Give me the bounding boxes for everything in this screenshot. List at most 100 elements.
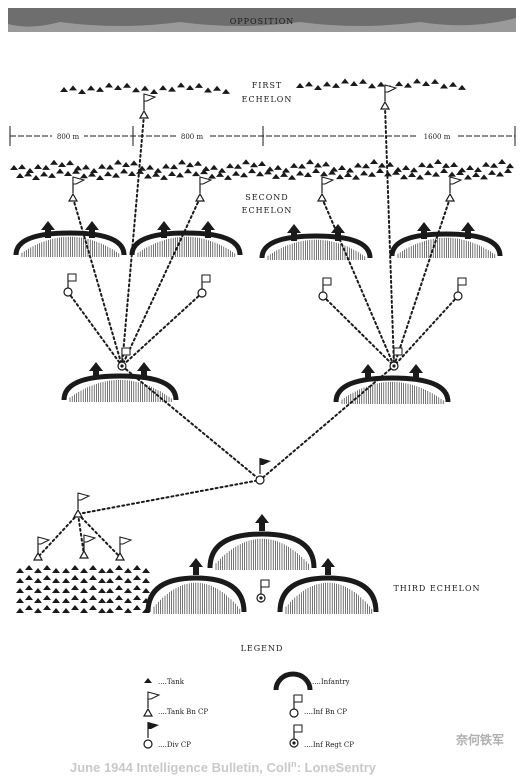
tank-icon (89, 595, 97, 600)
tank-icon (64, 171, 72, 177)
advance-arrow-icon (201, 221, 215, 238)
legend-infantry-label: ....Infantry (312, 678, 350, 686)
tank-icon (50, 159, 58, 165)
tank-icon (418, 162, 426, 168)
tank-icon (52, 608, 60, 613)
tank-icon (62, 598, 70, 603)
tank-icon (78, 88, 86, 94)
tank-icon (226, 163, 234, 169)
tank-icon (34, 568, 42, 573)
tank-icon (133, 595, 141, 600)
tank-icon (82, 164, 90, 170)
tank-icon (32, 174, 40, 180)
advance-arrow-icon (321, 558, 335, 575)
tank-icon (448, 171, 456, 177)
tank-icon (192, 171, 200, 177)
tank-icon (106, 568, 114, 573)
tank-icon (498, 159, 506, 165)
advance-arrow-icon (409, 364, 423, 381)
advance-arrow-icon (137, 362, 151, 379)
tank-icon (186, 85, 194, 91)
tank-icon (400, 174, 408, 180)
tank-icon (496, 171, 504, 177)
tank-icon (410, 167, 418, 173)
tank-icon (124, 598, 132, 603)
tank-icon (43, 585, 51, 590)
regiment-infantry (61, 362, 451, 404)
tank-icon (168, 170, 176, 176)
tank-icon (298, 163, 306, 169)
tank-icon (186, 162, 194, 168)
tank-icon (62, 588, 70, 593)
tank-icon (114, 159, 122, 165)
tank-icon (354, 162, 362, 168)
tank-icon (162, 163, 170, 169)
infantry-icon (13, 230, 127, 257)
tank-icon (338, 164, 346, 170)
tank-icon (250, 162, 258, 168)
tank-icon (80, 568, 88, 573)
tank-icon (296, 83, 304, 88)
opposition-banner: OPPOSITION (8, 8, 516, 32)
tank-icon (168, 86, 176, 92)
tank-icon (350, 81, 358, 87)
infantry-icon (273, 671, 313, 691)
second-echelon-label-1: SECOND (245, 193, 288, 202)
tank-icon (306, 159, 314, 165)
tank-icon (42, 164, 50, 170)
tank-icon (218, 167, 226, 173)
reserve-tank-bn (16, 492, 150, 613)
tank-icon (62, 608, 70, 613)
tank-icon (184, 168, 192, 174)
infantry-icon (145, 575, 247, 614)
legend-inf-bn-cp: ....Inf Bn CP (289, 694, 347, 718)
tank-icon (424, 170, 432, 176)
tank-icon (384, 171, 392, 177)
tank-icon (25, 585, 33, 590)
legend-div-cp: ....Div CP (143, 721, 191, 749)
tank-icon (25, 575, 33, 580)
tank-icon (88, 171, 96, 177)
tank-icon (256, 171, 264, 177)
inf-bn-cps (63, 273, 467, 301)
tank-icon (66, 160, 74, 166)
tank-icon (34, 578, 42, 583)
tank-icon (378, 162, 386, 168)
tank-icon (69, 85, 77, 91)
tank-icon (150, 88, 158, 94)
advance-arrow-icon (255, 514, 269, 531)
legend-inf-regt-cp: ....Inf Regt CP (289, 724, 354, 749)
first-echelon-tanks (10, 78, 514, 180)
tank-icon (133, 605, 141, 610)
tank-icon (314, 162, 322, 168)
tank-icon (80, 173, 88, 179)
tank-icon (341, 78, 349, 84)
tank-icon (240, 172, 248, 178)
tank-icon (96, 174, 104, 180)
tank-icon (434, 159, 442, 165)
tank-icon (115, 595, 123, 600)
tank-icon (170, 164, 178, 170)
div-cp-icon (143, 721, 160, 749)
dimension-right: 1600 m (424, 133, 451, 141)
tank-icon (34, 608, 42, 613)
tank-icon (404, 82, 412, 88)
source-caption: June 1944 Intelligence Bulletin, Colln: … (70, 759, 377, 775)
legend-inf-regt-cp-label: ....Inf Regt CP (304, 741, 354, 749)
inf-bn-cp-icon (289, 694, 303, 718)
advance-arrow-icon (461, 222, 475, 239)
tank-icon (258, 161, 266, 167)
tank-icon (360, 170, 368, 176)
tank-icon (115, 605, 123, 610)
tank-icon (43, 565, 51, 570)
advance-arrow-icon (417, 222, 431, 239)
tank-icon (344, 171, 352, 177)
tank-icon (10, 165, 18, 170)
advance-arrow-icon (41, 221, 55, 238)
tank-icon (18, 164, 26, 170)
advance-arrow-icon (361, 364, 375, 381)
advance-arrow-icon (157, 221, 171, 238)
tank-icon (71, 585, 79, 590)
tank-icon (288, 174, 296, 180)
tank-icon (115, 565, 123, 570)
